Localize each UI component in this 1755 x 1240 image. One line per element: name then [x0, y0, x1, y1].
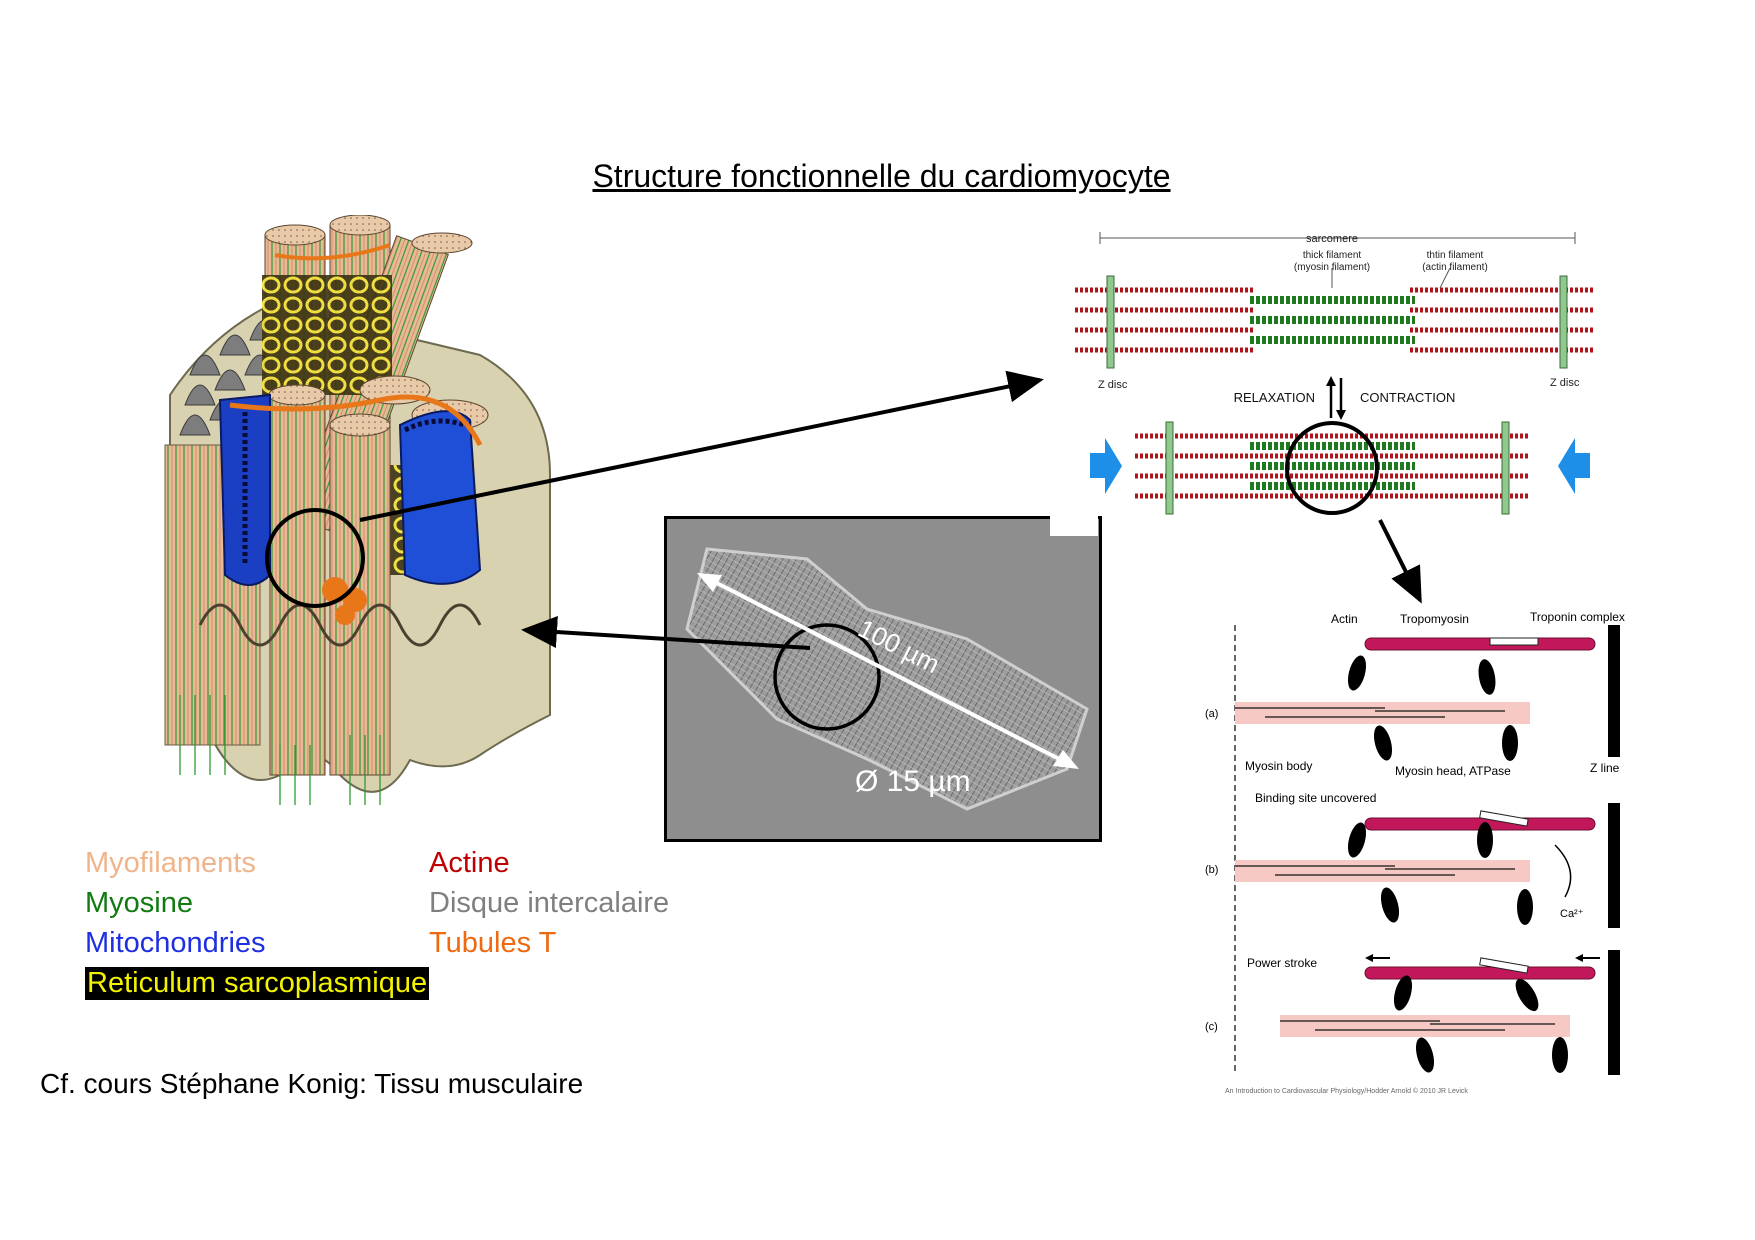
micrograph-corner	[1050, 516, 1098, 536]
myosin-head-label: Myosin head, ATPase	[1395, 764, 1511, 778]
legend-actine: Actine	[429, 847, 510, 879]
sarcomere-zoom-circle	[1285, 421, 1379, 515]
binding-site-label: Binding site uncovered	[1255, 791, 1376, 805]
arrow-to-crossbridge	[1378, 519, 1422, 604]
panel-a-label: (a)	[1205, 708, 1218, 720]
thick-filament-label: thick filament	[1303, 250, 1362, 261]
sarcomere-label: sarcomere	[1306, 233, 1358, 245]
thick-filament-label-2: (myosin filament)	[1294, 262, 1370, 273]
figure-credit: An Introduction to Cardiovascular Physio…	[1225, 1087, 1468, 1095]
crossbridge-diagram: Actin Tropomyosin Troponin complex (a) M…	[1205, 610, 1625, 1095]
legend-tubules-t: Tubules T	[429, 927, 557, 959]
relaxation-label: RELAXATION	[1234, 390, 1315, 405]
troponin-label: Troponin complex	[1530, 610, 1625, 624]
cardiomyocyte-3d-illustration	[164, 215, 551, 805]
legend-reticulum-sarcoplasmique: Reticulum sarcoplasmique	[85, 967, 430, 1000]
z-disc-right-label: Z disc	[1550, 377, 1580, 389]
blue-arrow-right	[1558, 438, 1590, 494]
tropomyosin-label: Tropomyosin	[1400, 612, 1469, 626]
contraction-label: CONTRACTION	[1360, 390, 1455, 405]
page-title: Structure fonctionnelle du cardiomyocyte	[592, 158, 1171, 194]
diameter-label: Ø 15 µm	[855, 765, 971, 798]
thin-filament-label-2: (actin filament)	[1422, 262, 1488, 273]
myosin-body-label: Myosin body	[1245, 759, 1312, 773]
legend-myofilaments: Myofilaments	[85, 847, 256, 879]
power-stroke-label: Power stroke	[1247, 956, 1317, 970]
thin-filament-label: thtin filament	[1427, 250, 1484, 261]
panel-c-label: (c)	[1205, 1021, 1218, 1033]
legend-mitochondries: Mitochondries	[85, 927, 266, 959]
legend-myosine: Myosine	[85, 887, 193, 919]
z-disc-left-label: Z disc	[1098, 379, 1128, 391]
z-line-label: Z line	[1590, 761, 1620, 775]
blue-arrow-left	[1090, 438, 1122, 494]
panel-b-label: (b)	[1205, 864, 1218, 876]
cardiomyocyte-micrograph: 100 µm Ø 15 µm	[664, 516, 1102, 842]
sarcomere-diagram: sarcomere thick filament (myosin filamen…	[1075, 232, 1595, 515]
reference-note: Cf. cours Stéphane Konig: Tissu musculai…	[40, 1068, 584, 1099]
zoom-circle	[265, 508, 365, 608]
actin-label: Actin	[1331, 612, 1358, 626]
calcium-label: Ca²⁺	[1560, 908, 1584, 920]
legend-disque-intercalaire: Disque intercalaire	[429, 887, 670, 919]
